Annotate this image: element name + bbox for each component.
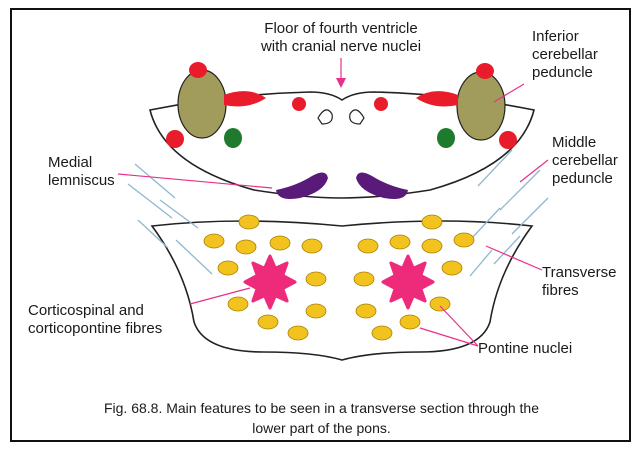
- inferior-cerebellar-peduncle-left: [178, 70, 226, 138]
- label-transverse-fibres: Transverse fibres: [542, 264, 616, 300]
- label-medial-lemniscus: Medial lemniscus: [48, 154, 115, 190]
- corticospinal-fibres-left: [245, 256, 295, 308]
- inferior-cerebellar-peduncle-right: [457, 72, 505, 140]
- label-middle-cerebellar-peduncle: Middle cerebellar peduncle: [552, 134, 618, 188]
- corticospinal-fibres-right: [383, 256, 433, 308]
- label-corticospinal-fibres: Corticospinal and corticopontine fibres: [28, 302, 162, 338]
- label-pontine-nuclei: Pontine nuclei: [478, 340, 572, 358]
- figure-caption: Fig. 68.8. Main features to be seen in a…: [0, 398, 643, 438]
- label-inferior-cerebellar-peduncle: Inferior cerebellar peduncle: [532, 28, 598, 82]
- label-floor-fourth-ventricle: Floor of fourth ventricle with cranial n…: [246, 20, 436, 56]
